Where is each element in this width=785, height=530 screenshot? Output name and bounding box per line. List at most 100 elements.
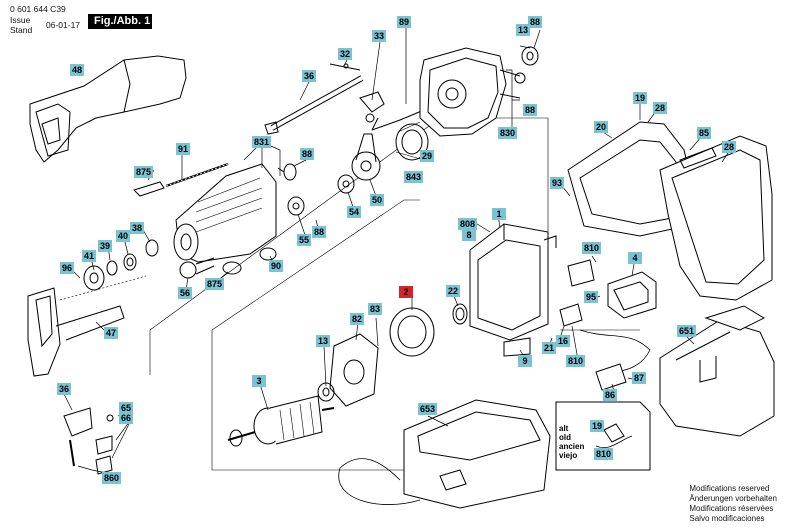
clamp-parts: [63, 407, 114, 475]
handle-cover-48: [29, 55, 187, 163]
callout-19: 19: [590, 420, 605, 432]
callout-28: 28: [722, 141, 737, 153]
clip-875: [133, 181, 165, 197]
plunger-rod-36: [264, 63, 364, 135]
callout-831: 831: [252, 136, 272, 148]
variant-label-ancien: ancien: [559, 442, 585, 451]
washers-38-41: [83, 239, 159, 291]
knob-875: [222, 261, 242, 275]
bearing-13-top: [514, 46, 539, 84]
notice-es: Salvo modificaciones: [689, 514, 765, 523]
callout-87: 87: [632, 372, 647, 384]
callout-16: 16: [556, 335, 571, 347]
callout-36: 36: [57, 383, 72, 395]
callout-843: 843: [404, 171, 424, 183]
callout-96: 96: [60, 262, 75, 274]
lever-90: [259, 247, 277, 261]
callout-88: 88: [312, 226, 327, 238]
figure-label: Fig./Abb. 1: [88, 14, 152, 29]
callout-82: 82: [350, 313, 365, 325]
callout-4: 4: [628, 252, 642, 264]
callout-41: 41: [82, 250, 97, 262]
callout-3: 3: [252, 375, 266, 387]
field-housing-1: [469, 223, 557, 341]
issue-label: Issue: [10, 15, 31, 25]
armature-3: [227, 395, 335, 447]
ring-22: [452, 303, 468, 325]
callout-66: 66: [119, 412, 134, 424]
callout-39: 39: [98, 240, 113, 252]
callout-651: 651: [677, 325, 697, 337]
callout-13: 13: [316, 335, 331, 347]
callout-875: 875: [205, 278, 225, 290]
callout-32: 32: [338, 48, 353, 60]
variant-label-old: old: [559, 433, 571, 442]
callout-8: 8: [462, 229, 476, 241]
callout-65: 65: [119, 402, 134, 414]
stand-label: Stand: [10, 25, 33, 35]
callout-810: 810: [582, 242, 602, 254]
gearbox-housing-831: [173, 163, 277, 263]
callout-36: 36: [302, 70, 317, 82]
screw-91: [165, 163, 229, 187]
insulation-9: [503, 337, 531, 357]
callout-29: 29: [420, 150, 435, 162]
issue-date: 06-01-17: [46, 20, 81, 30]
switch-4: [607, 271, 657, 319]
callout-40: 40: [116, 230, 131, 242]
crank-50: [351, 133, 381, 181]
frame-lines: [149, 117, 640, 471]
part-number: 0 601 644 C39: [10, 4, 66, 14]
callout-810: 810: [566, 355, 586, 367]
callout-93: 93: [550, 177, 565, 189]
notice-en: Modifications reserved: [689, 484, 770, 493]
callout-13: 13: [516, 24, 531, 36]
callout-89: 89: [397, 16, 412, 28]
callout-875: 875: [134, 166, 154, 178]
callout-50: 50: [370, 194, 385, 206]
callout-83: 83: [368, 303, 383, 315]
plate-82: [329, 333, 379, 407]
callout-48: 48: [70, 64, 85, 76]
callout-21: 21: [542, 342, 557, 354]
bearing-55: [287, 196, 305, 216]
callout-54: 54: [347, 206, 362, 218]
callout-47: 47: [104, 327, 119, 339]
variant-inset: [555, 401, 651, 471]
callout-653: 653: [418, 403, 438, 415]
notice-de: Änderungen vorbehalten: [689, 494, 777, 503]
callout-55: 55: [297, 234, 312, 246]
callout-810: 810: [594, 448, 614, 460]
wire-87: [579, 329, 651, 391]
connector-810: [567, 259, 595, 287]
callout-38: 38: [130, 222, 145, 234]
callout-1: 1: [492, 208, 506, 220]
callout-19: 19: [633, 92, 648, 104]
gear-housing-830: [419, 47, 521, 137]
battery-651: [659, 305, 775, 437]
variant-label-viejo: viejo: [559, 451, 578, 460]
callout-2-highlighted: 2: [399, 286, 413, 298]
callout-20: 20: [594, 121, 609, 133]
callout-95: 95: [584, 291, 599, 303]
callout-90: 90: [269, 260, 284, 272]
housing-shells: [567, 121, 773, 301]
bushing-54: [337, 174, 355, 194]
callout-830: 830: [498, 127, 518, 139]
variant-label-alt: alt: [559, 424, 569, 433]
charger-653: [338, 399, 551, 509]
sleeve-88: [277, 163, 297, 181]
callout-56: 56: [178, 287, 193, 299]
callout-9: 9: [518, 355, 532, 367]
linkage-parts: [359, 91, 425, 131]
callout-88: 88: [523, 104, 538, 116]
callout-86: 86: [603, 389, 618, 401]
callout-91: 91: [176, 143, 191, 155]
callout-28: 28: [653, 102, 668, 114]
brush-holder-2: [389, 307, 435, 357]
blade-holder-47: [27, 275, 147, 377]
modifications-notice: Modifications reserved Änderungen vorbeh…: [689, 484, 777, 524]
callout-860: 860: [102, 472, 122, 484]
